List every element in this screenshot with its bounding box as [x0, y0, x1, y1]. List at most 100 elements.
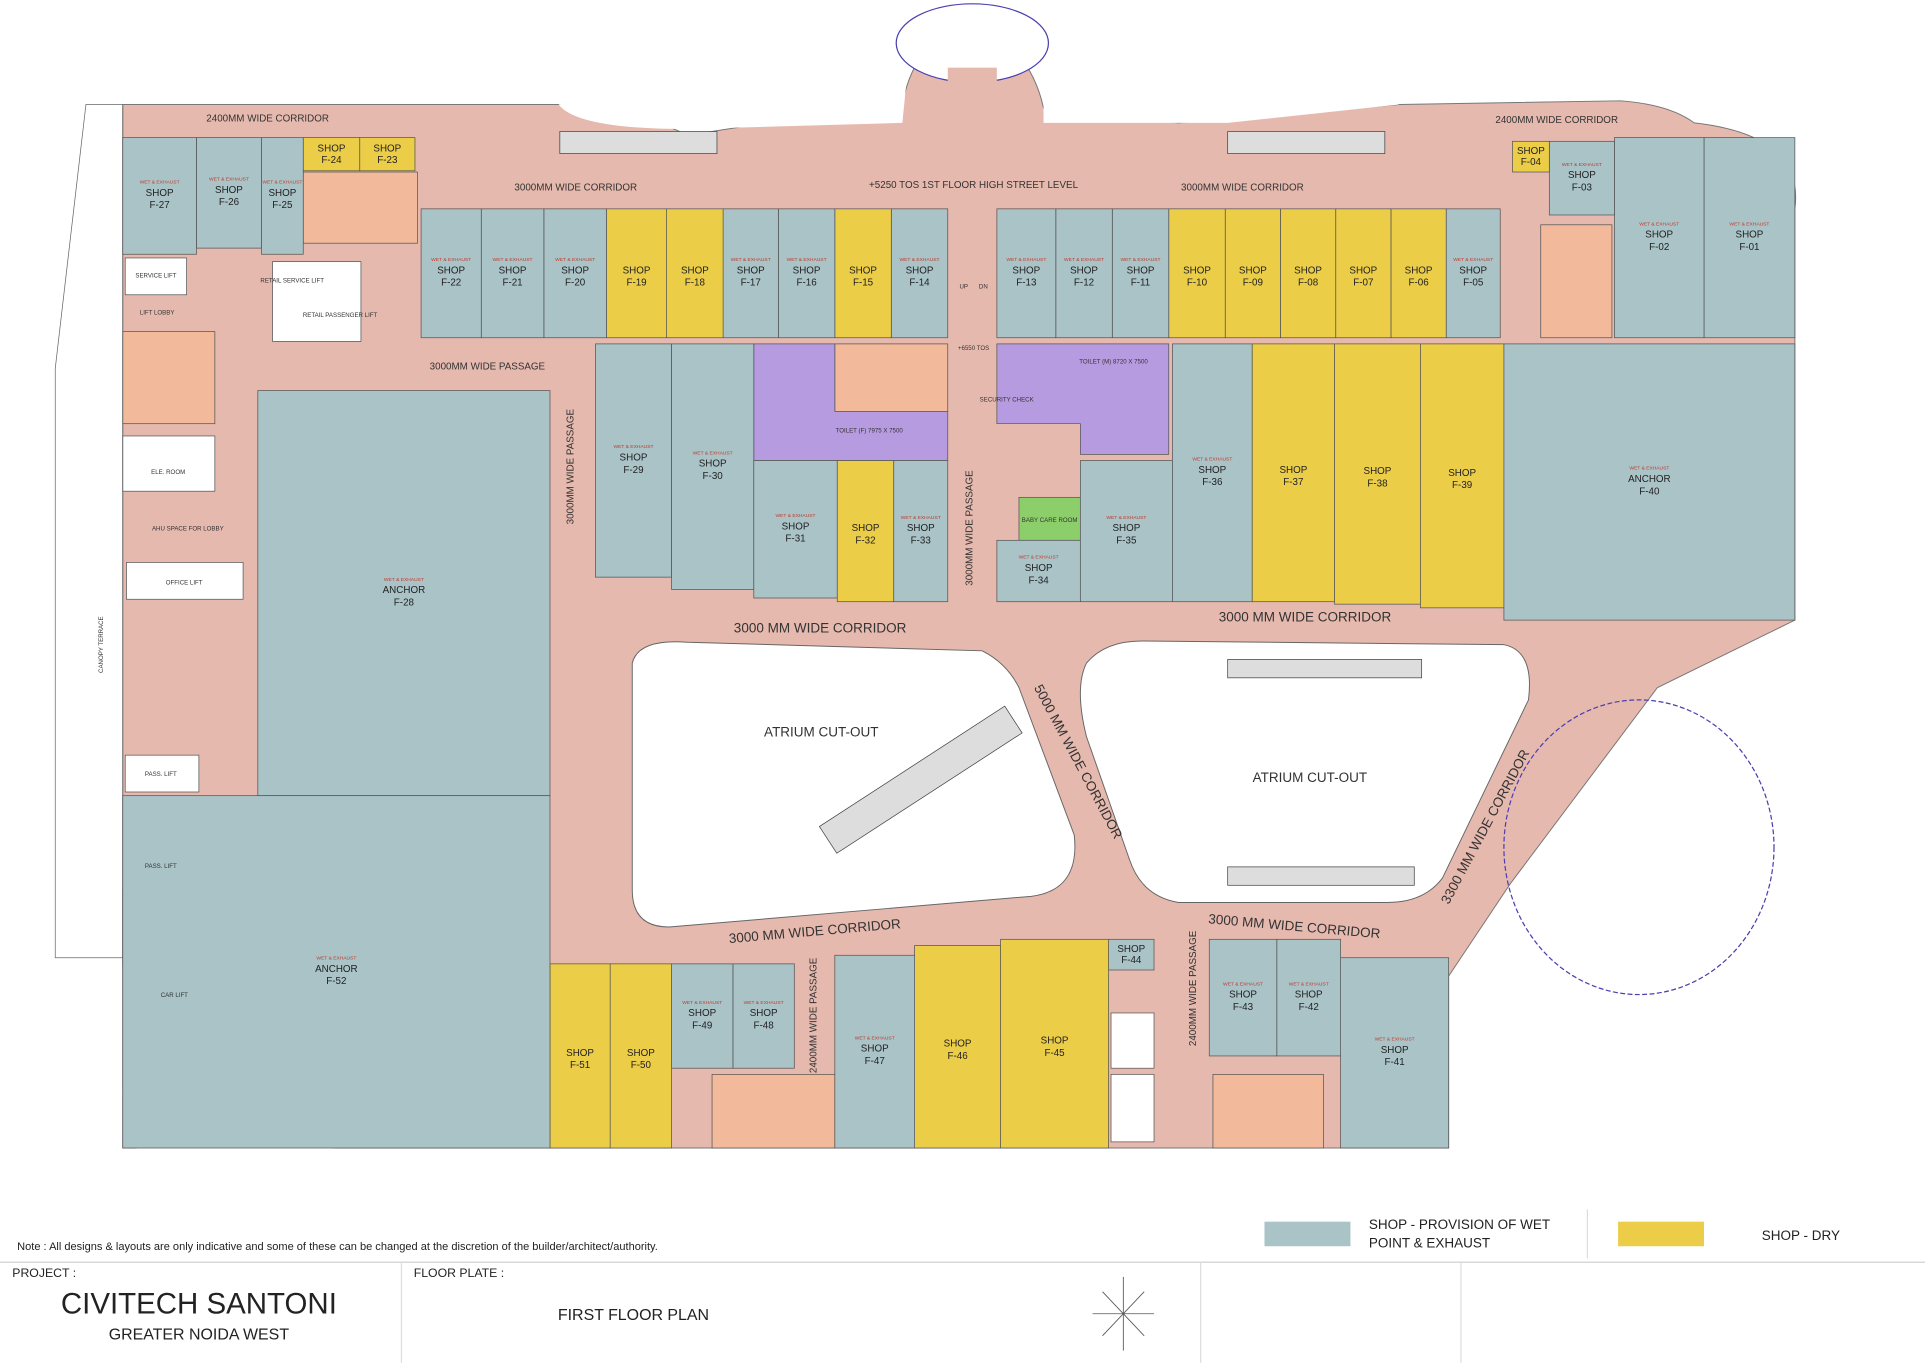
- wet-exhaust-note: WET & EXHAUST: [1629, 466, 1669, 472]
- shop-id-label: F-20: [565, 278, 586, 289]
- shop-unit-fill: [122, 795, 551, 1149]
- shop-type-label: SHOP: [1025, 563, 1053, 574]
- shop-id-label: F-43: [1233, 1002, 1254, 1013]
- wet-exhaust-note: WET & EXHAUST: [316, 956, 356, 962]
- top-notch-left: [558, 61, 909, 130]
- toilet-male: [996, 343, 1170, 455]
- shop-type-label: SHOP: [1012, 265, 1040, 276]
- legend-wet-swatch: [1264, 1221, 1351, 1247]
- car-lift-label: CAR LIFT: [161, 992, 188, 999]
- shop-type-label: SHOP: [318, 144, 346, 155]
- shop-type-label: SHOP: [620, 453, 648, 464]
- shop-unit-fill: [1055, 208, 1113, 339]
- shop-id-label: F-47: [865, 1056, 885, 1067]
- shop-f-09[interactable]: SHOP F-09: [1224, 208, 1281, 339]
- shop-type-label: SHOP: [1239, 265, 1267, 276]
- shop-unit-fill: [1614, 137, 1705, 339]
- shop-unit-fill: [261, 137, 304, 255]
- shop-type-label: SHOP: [1517, 146, 1545, 157]
- wet-exhaust-note: WET & EXHAUST: [682, 1000, 722, 1006]
- shop-type-label: SHOP: [1645, 230, 1673, 241]
- shop-unit-fill: [671, 963, 734, 1069]
- corridor-label: 3000MM WIDE CORRIDOR: [514, 182, 637, 193]
- legend-wet-label-2: POINT & EXHAUST: [1369, 1235, 1490, 1250]
- wet-exhaust-note: WET & EXHAUST: [493, 257, 533, 263]
- disclaimer-note: Note : All designs & layouts are only in…: [17, 1241, 658, 1253]
- stair-bottom-center: [711, 1073, 836, 1149]
- atrium-cutout-1: [631, 641, 1076, 928]
- shop-unit-fill: [480, 208, 545, 339]
- shop-type-label: SHOP: [1229, 990, 1257, 1001]
- pass-lift-label: PASS. LIFT: [145, 771, 177, 778]
- stair-left: [122, 331, 216, 425]
- shop-type-label: SHOP: [1198, 465, 1226, 476]
- atrium-label-text: ATRIUM CUT-OUT: [764, 725, 878, 740]
- shop-type-label: SHOP: [944, 1039, 972, 1050]
- shop-unit-fill: [1208, 938, 1278, 1057]
- atrium-label: ATRIUM CUT-OUT: [1253, 770, 1368, 785]
- shop-type-label: ANCHOR: [383, 585, 426, 596]
- wet-exhaust-note: WET & EXHAUST: [431, 257, 471, 263]
- shop-type-label: SHOP: [1568, 170, 1596, 181]
- wet-exhaust-note: WET & EXHAUST: [140, 180, 180, 186]
- shop-unit-fill: [1340, 957, 1450, 1149]
- shop-id-label: F-09: [1243, 278, 1263, 289]
- shop-unit-fill: [1548, 140, 1615, 216]
- shop-unit-fill: [1420, 343, 1505, 609]
- lift-lobby-label: LIFT LOBBY: [140, 309, 175, 316]
- escalator-top-left: [559, 131, 718, 154]
- shop-unit-fill: [609, 963, 672, 1149]
